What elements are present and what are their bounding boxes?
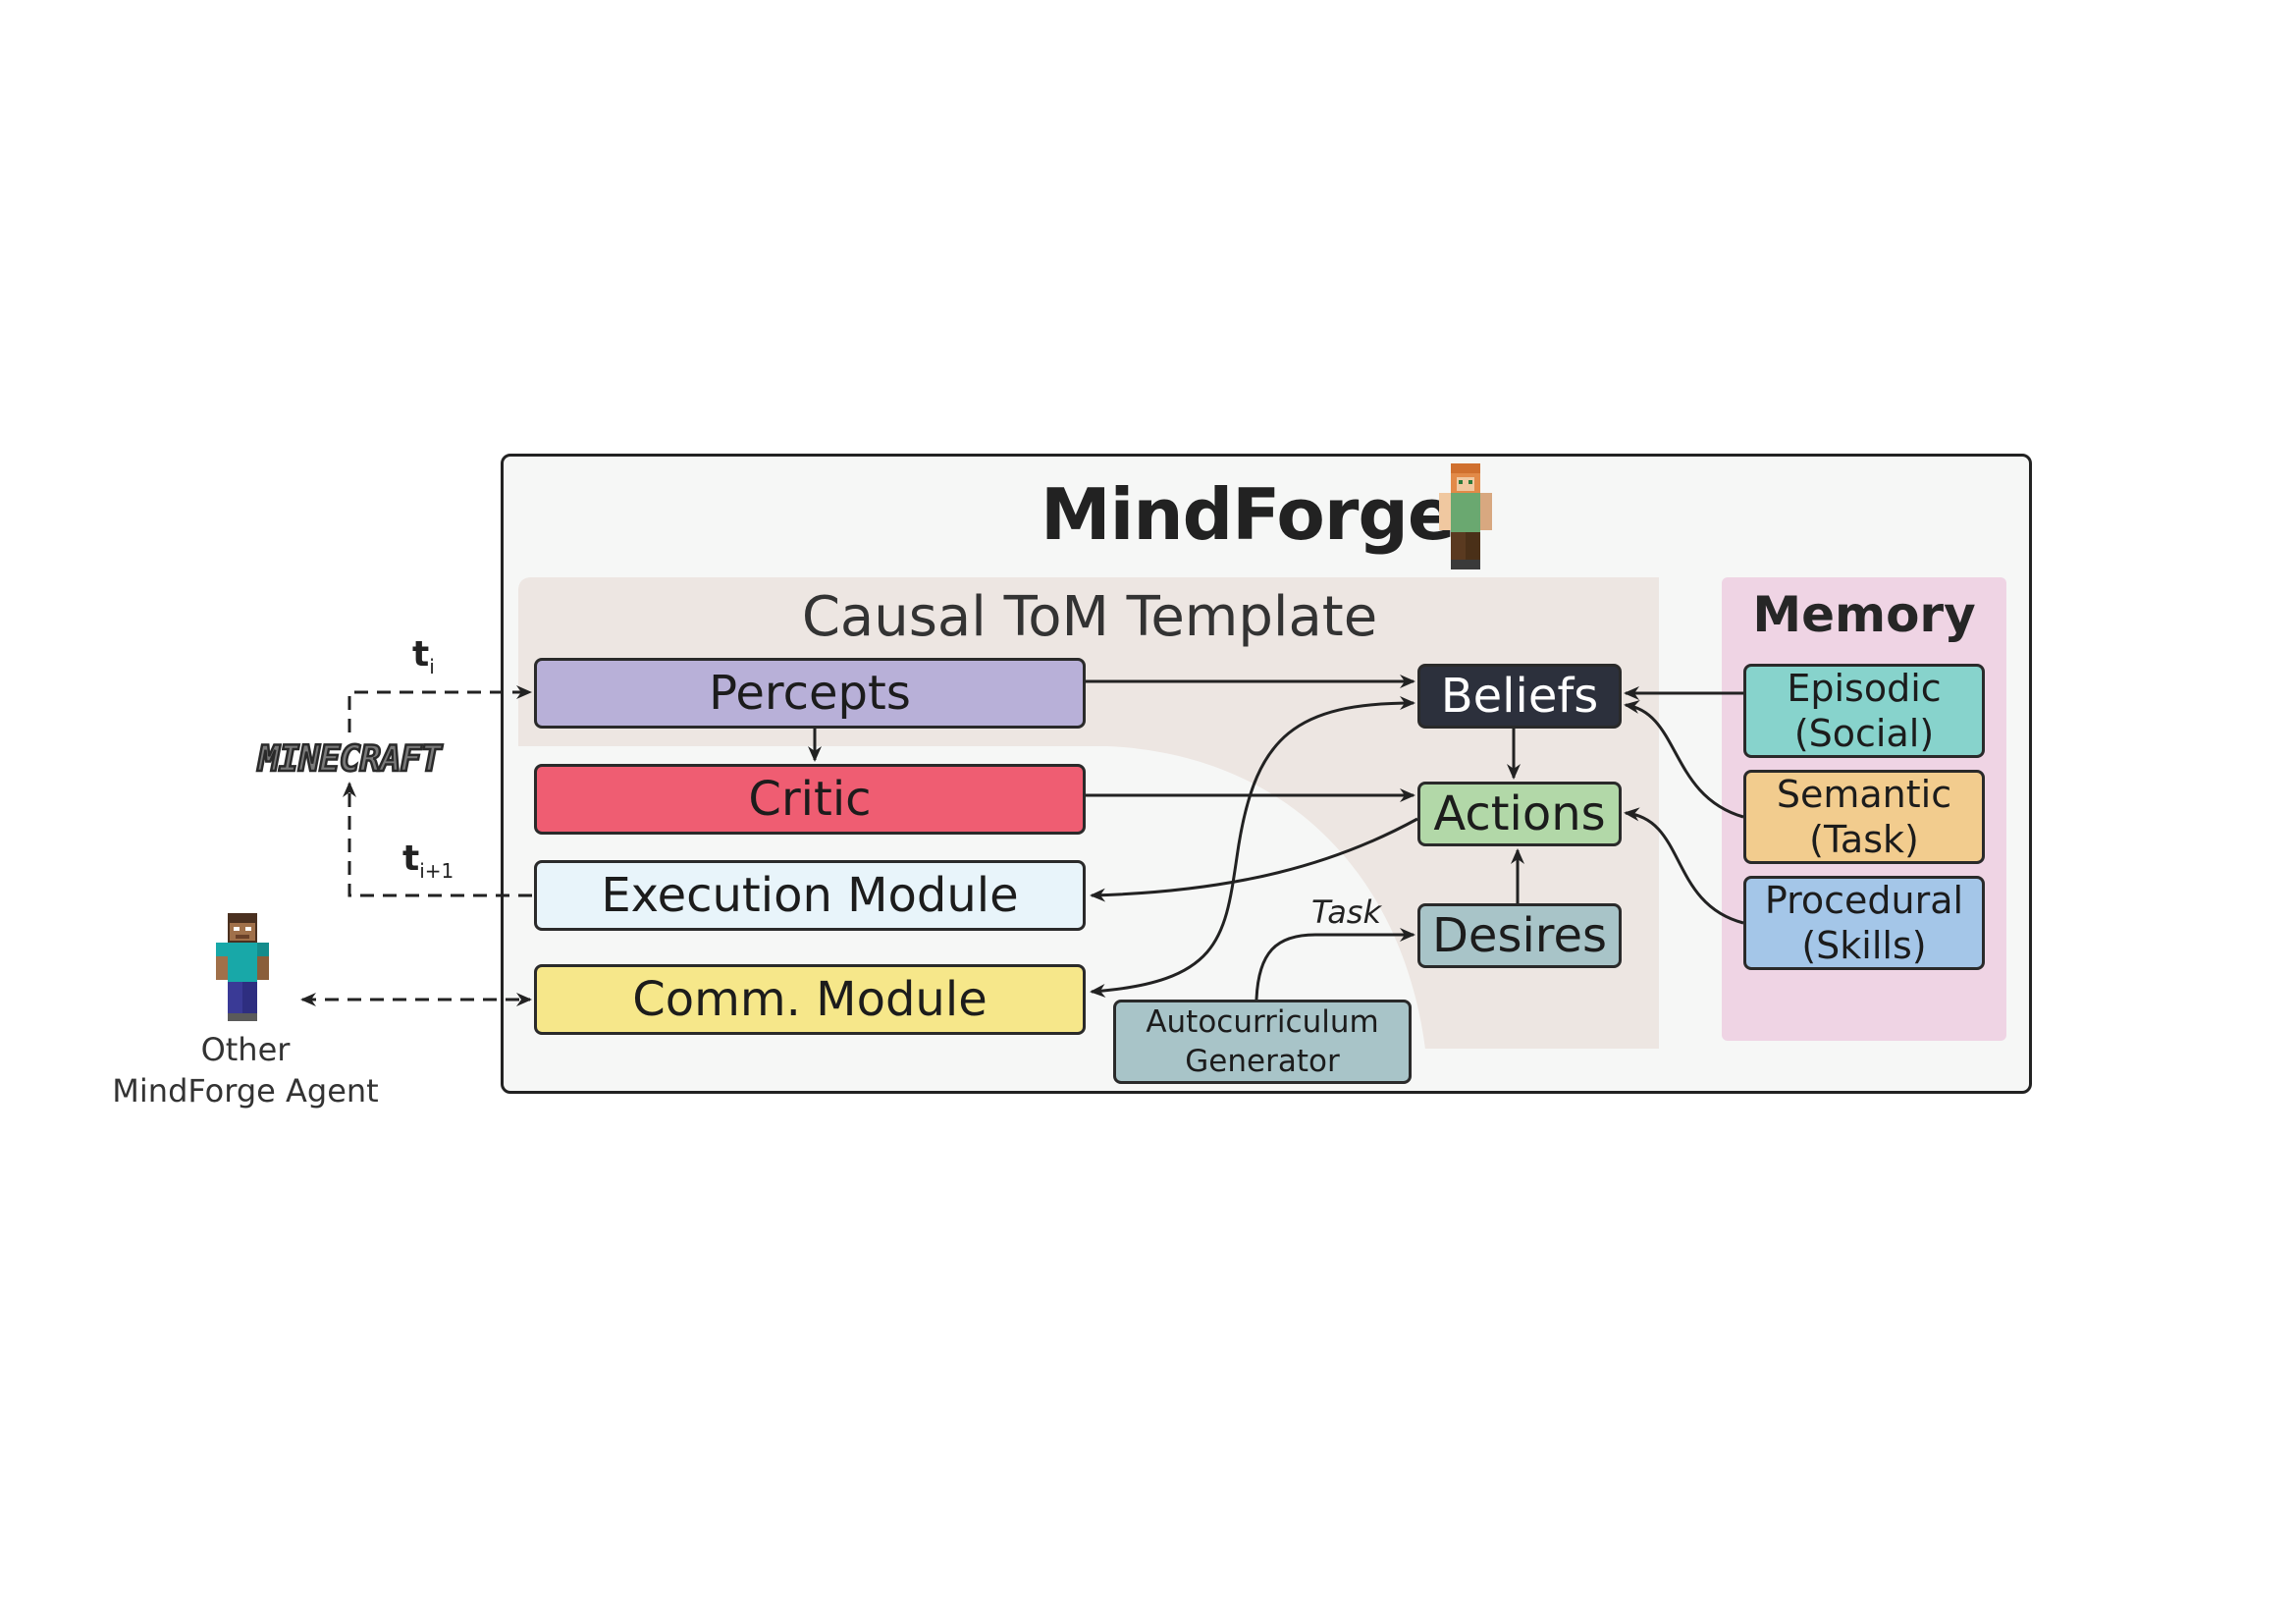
memory-procedural-line2: (Skills) xyxy=(1801,924,1927,967)
memory-semantic-line1: Semantic xyxy=(1776,773,1952,816)
memory-episodic-line2: (Social) xyxy=(1793,712,1935,755)
beliefs-label: Beliefs xyxy=(1440,669,1599,724)
other-agent-steve-icon xyxy=(216,913,269,1021)
time-label-ti: ti xyxy=(412,634,435,678)
execution-to-env-arrow xyxy=(343,782,532,897)
other-agent-line1: Other xyxy=(200,1031,291,1068)
time-label-ti-sub: i xyxy=(429,655,435,679)
comm-beliefs-arrow xyxy=(1090,696,1415,998)
memory-episodic-line1: Episodic xyxy=(1787,667,1942,710)
memory-procedural-box: Procedural (Skills) xyxy=(1743,876,1985,970)
percepts-box: Percepts xyxy=(534,658,1086,729)
svg-text:MINECRAFT: MINECRAFT xyxy=(257,739,443,778)
time-label-ti1: ti+1 xyxy=(402,839,454,883)
autocurriculum-generator-box: Autocurriculum Generator xyxy=(1113,1000,1412,1084)
critic-label: Critic xyxy=(748,772,872,827)
actions-to-execution-arrow xyxy=(1090,817,1418,902)
autocurriculum-to-desires-arrow xyxy=(1255,928,1415,1001)
memory-episodic-box: Episodic (Social) xyxy=(1743,664,1985,758)
env-to-percepts-arrow xyxy=(347,685,532,732)
semantic-to-beliefs-arrow xyxy=(1624,700,1744,819)
autocurriculum-line2: Generator xyxy=(1185,1044,1340,1079)
actions-box: Actions xyxy=(1417,782,1622,846)
memory-title: Memory xyxy=(1752,586,1976,643)
actions-label: Actions xyxy=(1433,786,1606,841)
time-label-ti1-sub: i+1 xyxy=(419,859,454,884)
other-agent-line2: MindForge Agent xyxy=(112,1072,379,1110)
time-label-ti-base: t xyxy=(412,634,430,675)
memory-semantic-line2: (Task) xyxy=(1809,818,1919,861)
critic-box: Critic xyxy=(534,764,1086,835)
time-label-ti1-base: t xyxy=(402,839,420,879)
comm-module-box: Comm. Module xyxy=(534,964,1086,1035)
autocurriculum-line1: Autocurriculum xyxy=(1146,1004,1379,1040)
minecraft-logo: MINECRAFT xyxy=(256,738,446,778)
desires-box: Desires xyxy=(1417,903,1622,968)
beliefs-box: Beliefs xyxy=(1417,664,1622,729)
percepts-label: Percepts xyxy=(709,666,911,721)
memory-procedural-line1: Procedural xyxy=(1764,879,1964,922)
tom-template-title: Causal ToM Template xyxy=(801,585,1378,649)
comm-module-label: Comm. Module xyxy=(632,972,988,1027)
other-agent-label: Other MindForge Agent xyxy=(108,1029,383,1111)
execution-module-label: Execution Module xyxy=(601,868,1019,923)
desires-label: Desires xyxy=(1431,908,1608,963)
procedural-to-actions-arrow xyxy=(1624,807,1744,925)
alex-character-icon xyxy=(1439,463,1492,569)
execution-module-box: Execution Module xyxy=(534,860,1086,931)
page-title: MindForge xyxy=(1041,473,1456,556)
memory-semantic-box: Semantic (Task) xyxy=(1743,770,1985,864)
